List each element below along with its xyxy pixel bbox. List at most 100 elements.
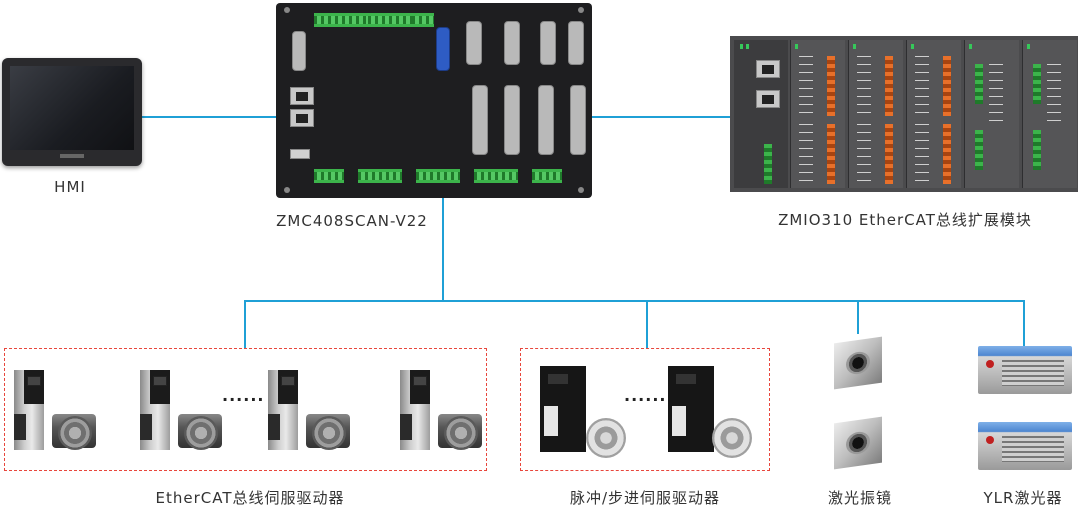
io-labels [799,124,813,184]
terminal-block-bottom-5 [532,169,562,183]
status-led [969,44,972,49]
servo-drive-icon [400,370,430,450]
ethercat-port-icon [290,109,314,127]
ethercat-out-port-icon [756,90,780,108]
scan-port-1 [538,85,554,155]
servo-drive-icon [140,370,170,450]
io-labels [989,64,1003,124]
terminal-block-top-2 [368,13,412,27]
caption-controller: ZMC408SCAN-V22 [276,212,428,230]
motor-flange [58,416,92,450]
laser-port [504,85,520,155]
status-led [746,44,749,49]
drive-display [153,376,167,386]
servo-drive-icon [540,366,586,452]
caption-laser: YLR激光器 [983,489,1063,507]
caption-galvo: 激光振镜 [827,489,892,507]
io-terminal [943,124,951,184]
io-terminal-green [1033,64,1041,104]
power-terminal [764,144,772,184]
drive-display [413,376,427,386]
io-labels [799,56,813,116]
status-led [740,44,743,49]
drive-display [548,374,568,384]
io-terminal [885,56,893,116]
io-labels [857,124,871,184]
io-terminal [885,124,893,184]
terminal-block-top-3 [412,13,434,27]
galvo-scanner-icon [834,336,882,390]
link-hmi-controller [142,116,276,118]
galvo-aperture [846,430,870,456]
trunk-vertical [442,198,444,302]
terminal-block-bottom-1 [314,169,344,183]
mount-hole [578,187,584,193]
print-port [472,85,488,155]
servo-motor-icon [712,418,752,458]
status-led [911,44,914,49]
drive-connector [268,414,280,440]
laser-power-button [986,436,994,444]
laser-vent [1002,436,1064,462]
io-labels [857,56,871,116]
drive-connector [140,414,152,440]
io-labels [915,56,929,116]
controller-board-icon [276,3,592,198]
io-card-1 [790,40,845,188]
status-led [1027,44,1030,49]
io-module-icon [730,36,1078,192]
axis-port-2 [466,21,482,65]
mount-hole [578,7,584,13]
servo-drive-icon [668,366,714,452]
terminal-block-bottom-2 [358,169,402,183]
servo-motor-icon [586,418,626,458]
io-terminal-green [1033,130,1041,170]
servo-drive-icon [14,370,44,450]
io-card-5 [1022,40,1077,188]
drive-display [27,376,41,386]
io-terminal [827,124,835,184]
io-terminal [943,56,951,116]
drop-galvo [857,300,859,334]
ellipsis-ethercat: ...... [222,386,265,405]
axis-port-3 [568,21,584,65]
caption-hmi: HMI [54,178,86,196]
drive-connector [544,406,558,436]
drive-connector [14,414,26,440]
laser-vent [1002,360,1064,386]
drive-display [281,376,295,386]
drop-laser [1023,300,1025,346]
hmi-brand-logo [60,154,84,158]
pulse-drives-group [520,348,770,471]
terminal-block-top-1 [314,13,368,27]
caption-io-module: ZMIO310 EtherCAT总线扩展模块 [778,211,1032,229]
caption-pulse-drives: 脉冲/步进伺服驱动器 [569,489,721,507]
drive-connector [672,406,686,436]
motor-flange [312,416,346,450]
motor-flange [444,416,478,450]
hmi-panel-icon [2,58,142,166]
io-terminal [827,56,835,116]
ethercat-drives-group [4,348,487,471]
link-controller-io [592,116,730,118]
status-led [795,44,798,49]
rs232-port-icon [292,31,306,71]
axis-port-1 [504,21,520,65]
drop-ethercat-drives [244,300,246,348]
drive-connector [400,414,412,440]
terminal-block-bottom-4 [474,169,518,183]
status-led [853,44,856,49]
io-terminal-green [975,64,983,104]
io-card-2 [848,40,903,188]
ethercat-in-port-icon [756,60,780,78]
drive-display [676,374,696,384]
terminal-block-bottom-3 [416,169,460,183]
mount-hole [284,7,290,13]
ethernet-port-icon [290,87,314,105]
caption-ethercat-drives: EtherCAT总线伺服驱动器 [155,489,345,507]
mpg-port-icon [436,27,450,71]
axis-port-0 [540,21,556,65]
mount-hole [284,187,290,193]
galvo-scanner-icon [834,416,882,470]
udisk-port-icon [290,149,310,159]
